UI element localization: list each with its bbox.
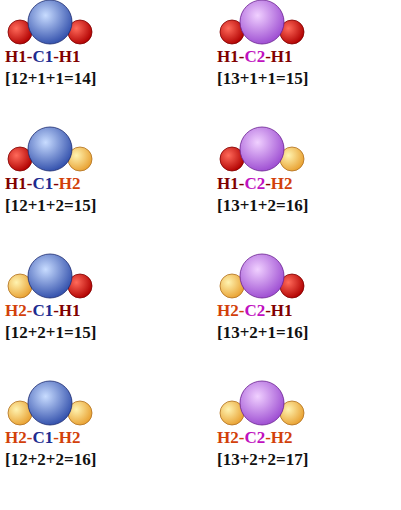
formula-line: H1-C2-H2 xyxy=(217,174,293,194)
mass-line: [13+1+2=16] xyxy=(217,196,308,216)
mass-line: [12+2+1=15] xyxy=(5,323,96,343)
atom-label: H1 xyxy=(5,47,27,66)
formula-line: H1-C2-H1 xyxy=(217,47,293,67)
mass-sum: [12+2+1=15] xyxy=(5,323,96,342)
atom-label: H2 xyxy=(271,174,293,193)
atom-label: C1 xyxy=(32,47,53,66)
mass-sum: [13+1+1=15] xyxy=(217,69,308,88)
bond-dash: - xyxy=(239,47,245,66)
atom-label: C1 xyxy=(32,428,53,447)
atom-label: H1 xyxy=(59,47,81,66)
mass-sum: [13+2+2=17] xyxy=(217,450,308,469)
atom-label: H1 xyxy=(271,301,293,320)
formula-line: H2-C2-H2 xyxy=(217,428,293,448)
atom-label: H1 xyxy=(217,174,239,193)
atom-label: C2 xyxy=(244,428,265,447)
molecule xyxy=(220,381,304,425)
formula-line: H2-C1-H2 xyxy=(5,428,81,448)
formula-line: H2-C2-H1 xyxy=(217,301,293,321)
bond-dash: - xyxy=(27,301,33,320)
atom-label: C2 xyxy=(244,301,265,320)
mass-sum: [12+2+2=16] xyxy=(5,450,96,469)
atom-label: H2 xyxy=(217,301,239,320)
molecule xyxy=(8,0,92,44)
atom-label: H2 xyxy=(5,301,27,320)
mass-sum: [12+1+2=15] xyxy=(5,196,96,215)
molecule xyxy=(8,381,92,425)
mass-line: [12+2+2=16] xyxy=(5,450,96,470)
molecule xyxy=(220,0,304,44)
bond-dash: - xyxy=(265,428,271,447)
mass-sum: [12+1+1=14] xyxy=(5,69,96,88)
atom-label: H2 xyxy=(5,428,27,447)
bond-dash: - xyxy=(265,47,271,66)
atom-label: H2 xyxy=(271,428,293,447)
formula-line: H1-C1-H2 xyxy=(5,174,81,194)
bond-dash: - xyxy=(239,428,245,447)
atom-label: C1 xyxy=(32,174,53,193)
atom-label: C1 xyxy=(32,301,53,320)
formula-line: H1-C1-H1 xyxy=(5,47,81,67)
bond-dash: - xyxy=(239,301,245,320)
bond-dash: - xyxy=(53,301,59,320)
molecule xyxy=(8,127,92,171)
bond-dash: - xyxy=(27,428,33,447)
bond-dash: - xyxy=(27,174,33,193)
mass-line: [12+1+1=14] xyxy=(5,69,96,89)
bond-dash: - xyxy=(265,174,271,193)
atom-label: H1 xyxy=(217,47,239,66)
molecule xyxy=(220,127,304,171)
atom-label: H2 xyxy=(59,428,81,447)
atom-label: C2 xyxy=(244,174,265,193)
bond-dash: - xyxy=(239,174,245,193)
mass-sum: [13+2+1=16] xyxy=(217,323,308,342)
formula-line: H2-C1-H1 xyxy=(5,301,81,321)
atom-label: H1 xyxy=(271,47,293,66)
molecule xyxy=(220,254,304,298)
atom-label: C2 xyxy=(244,47,265,66)
atom-label: H2 xyxy=(217,428,239,447)
molecule xyxy=(8,254,92,298)
atom-label: H2 xyxy=(59,174,81,193)
mass-line: [12+1+2=15] xyxy=(5,196,96,216)
bond-dash: - xyxy=(265,301,271,320)
atom-label: H1 xyxy=(5,174,27,193)
mass-line: [13+2+1=16] xyxy=(217,323,308,343)
bond-dash: - xyxy=(53,428,59,447)
bond-dash: - xyxy=(27,47,33,66)
mass-line: [13+1+1=15] xyxy=(217,69,308,89)
atom-label: H1 xyxy=(59,301,81,320)
bond-dash: - xyxy=(53,174,59,193)
bond-dash: - xyxy=(53,47,59,66)
mass-sum: [13+1+2=16] xyxy=(217,196,308,215)
mass-line: [13+2+2=17] xyxy=(217,450,308,470)
